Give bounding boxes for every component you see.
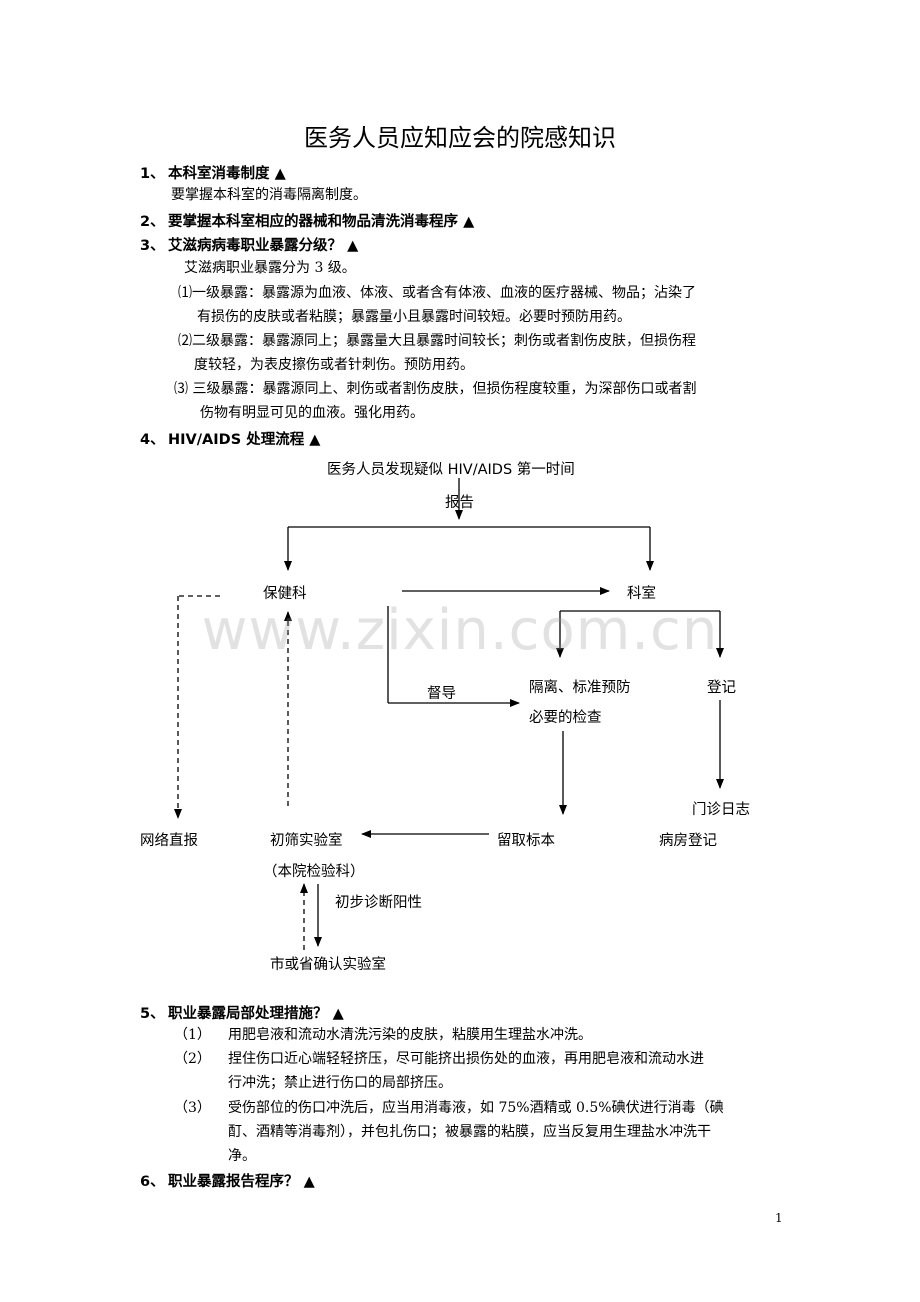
triangle-marker-icon: ▲: [332, 1006, 344, 1022]
flow-register-node: 登记: [707, 680, 736, 696]
triangle-marker-icon: ▲: [463, 214, 475, 230]
section-number: 6、: [140, 1174, 165, 1190]
flow-health-dept-node: 保健科: [263, 586, 307, 602]
section-5-heading: 5、职业暴露局部处理措施？ ▲: [140, 1002, 344, 1023]
item-label: ⑴一级暴露：: [178, 285, 262, 301]
section-3-heading: 3、艾滋病病毒职业暴露分级？ ▲: [140, 234, 358, 255]
flow-isolation-node: 隔离、标准预防: [529, 680, 631, 696]
section-title: HIV/AIDS 处理流程: [168, 432, 305, 448]
section-2-heading: 2、要掌握本科室相应的器械和物品清洗消毒程序 ▲: [140, 210, 474, 231]
section-title: 职业暴露报告程序？: [168, 1174, 299, 1190]
exposure-level-2-line1: ⑵二级暴露：暴露源同上；暴露量大且暴露时间较长；刺伤或者割伤皮肤，但损伤程: [178, 329, 696, 353]
triangle-marker-icon: ▲: [347, 238, 359, 254]
section-6-heading: 6、职业暴露报告程序？ ▲: [140, 1170, 315, 1191]
exposure-level-1-line2: 有损伤的皮肤或者粘膜；暴露量小且暴露时间较短。必要时预防用药。: [197, 309, 631, 325]
measure-1-line1: 用肥皂液和流动水清洗污染的皮肤，粘膜用生理盐水冲洗。: [228, 1027, 592, 1043]
section-number: 2、: [140, 214, 165, 230]
section-title: 职业暴露局部处理措施？: [168, 1006, 328, 1022]
triangle-marker-icon: ▲: [303, 1174, 315, 1190]
flow-ward-register-node: 病房登记: [659, 833, 717, 849]
triangle-marker-icon: ▲: [309, 432, 321, 448]
item-text: 暴露源同上；暴露量大且暴露时间较长；刺伤或者割伤皮肤，但损伤程: [262, 333, 696, 349]
section-1-text: 要掌握本科室的消毒隔离制度。: [171, 187, 367, 203]
exposure-level-3-line1: ⑶ 三级暴露：暴露源同上、刺伤或者割伤皮肤，但损伤程度较重，为深部伤口或者割: [174, 377, 696, 401]
measure-3-label: （3）: [174, 1100, 211, 1116]
item-text: 暴露源为血液、体液、或者含有体液、血液的医疗器械、物品；沾染了: [262, 285, 696, 301]
flow-confirm-lab-node: 市或省确认实验室: [270, 957, 386, 973]
section-number: 1、: [140, 166, 165, 182]
flow-screening-lab-node: 初筛实验室: [270, 833, 343, 849]
section-number: 3、: [140, 238, 165, 254]
flow-check-node: 必要的检查: [529, 710, 602, 726]
flow-department-node: 科室: [627, 586, 656, 602]
section-title: 本科室消毒制度: [168, 166, 270, 182]
section-number: 4、: [140, 432, 165, 448]
flow-supervise-label: 督导: [427, 686, 456, 702]
measure-2-line2: 行冲洗；禁止进行伤口的局部挤压。: [228, 1075, 452, 1091]
flow-report-label: 报告: [445, 495, 474, 511]
page-number: 1: [775, 1211, 783, 1225]
section-title: 艾滋病病毒职业暴露分级？: [168, 238, 342, 254]
watermark: www.zixin.com.cn: [201, 598, 719, 663]
page-title: 医务人员应知应会的院感知识: [304, 124, 616, 152]
flow-preliminary-positive-label: 初步诊断阳性: [335, 895, 422, 911]
exposure-level-2-line2: 度较轻，为表皮擦伤或者针刺伤。预防用药。: [194, 357, 474, 373]
item-text: 暴露源同上、刺伤或者割伤皮肤，但损伤程度较重，为深部伤口或者割: [262, 381, 697, 397]
flow-keep-sample-node: 留取标本: [497, 833, 555, 849]
section-number: 5、: [140, 1006, 165, 1022]
exposure-level-1-line1: ⑴一级暴露：暴露源为血液、体液、或者含有体液、血液的医疗器械、物品；沾染了: [178, 281, 696, 305]
section-3-intro: 艾滋病职业暴露分为 3 级。: [184, 260, 356, 276]
measure-1-label: （1）: [174, 1027, 211, 1043]
measure-3-line3: 净。: [228, 1148, 256, 1164]
section-4-heading: 4、HIV/AIDS 处理流程 ▲: [140, 428, 320, 449]
item-label: ⑵二级暴露：: [178, 333, 262, 349]
measure-2-label: （2）: [174, 1051, 211, 1067]
flow-outpatient-log-node: 门诊日志: [692, 802, 750, 818]
item-label: ⑶ 三级暴露：: [174, 381, 263, 397]
flow-online-report-node: 网络直报: [140, 833, 198, 849]
exposure-level-3-line2: 伤物有明显可见的血液。强化用药。: [200, 405, 424, 421]
measure-3-line2: 酊、酒精等消毒剂），并包扎伤口；被暴露的粘膜，应当反复用生理盐水冲洗干: [228, 1124, 711, 1140]
triangle-marker-icon: ▲: [274, 166, 286, 182]
flow-hospital-lab-node: （本院检验科）: [263, 864, 365, 880]
measure-2-line1: 捏住伤口近心端轻轻挤压，尽可能挤出损伤处的血液，再用肥皂液和流动水进: [228, 1051, 704, 1067]
measure-3-line1: 受伤部位的伤口冲洗后，应当用消毒液，如 75%酒精或 0.5%碘伏进行消毒（碘: [228, 1100, 724, 1116]
section-title: 要掌握本科室相应的器械和物品清洗消毒程序: [168, 214, 458, 230]
section-1-heading: 1、本科室消毒制度 ▲: [140, 162, 286, 183]
flow-start-node: 医务人员发现疑似 HIV/AIDS 第一时间: [327, 462, 575, 478]
